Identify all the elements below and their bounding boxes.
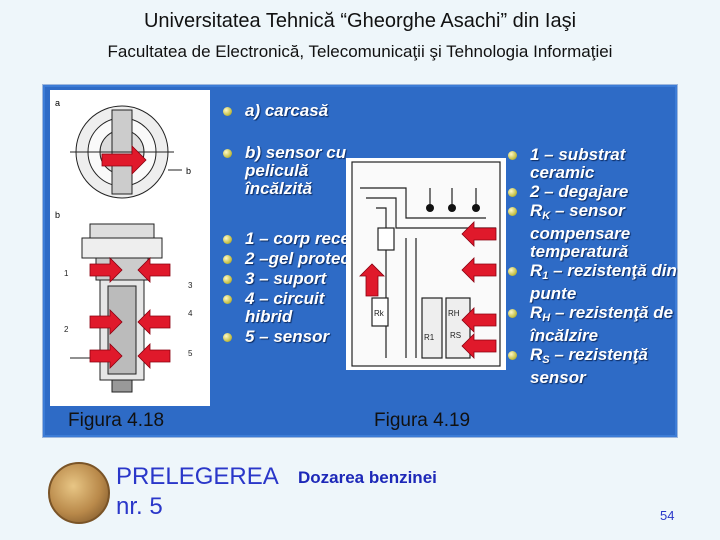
list-item-label: 4 – circuit hibrid <box>245 289 325 326</box>
list-item: 3 – suport <box>223 270 373 288</box>
bullet-icon <box>508 188 517 197</box>
legend-list: 1 – substrat ceramic 2 – degajare RK – s… <box>508 146 678 388</box>
arrow-icon <box>461 333 497 359</box>
list-item-label: 1 – substrat ceramic <box>530 145 626 182</box>
bullet-icon <box>508 351 517 360</box>
figure-side-label-b: b <box>186 166 191 176</box>
list-item-label: a) carcasă <box>245 101 329 120</box>
arrow-icon <box>137 343 171 369</box>
list-item: RH – rezistenţă de încălzire <box>508 304 678 345</box>
bullet-icon <box>223 149 232 158</box>
bullet-list-a: a) carcasă <box>223 102 373 120</box>
list-item: 5 – sensor <box>223 328 373 346</box>
arrow-icon <box>89 257 123 283</box>
list-item-label: 5 – sensor <box>245 327 330 346</box>
lecture-line-1: PRELEGEREA <box>116 463 279 490</box>
callout-1: 1 <box>64 269 69 278</box>
arrow-icon <box>89 309 123 335</box>
list-item: 2 – degajare <box>508 183 678 201</box>
parts-list: 1 – corp rece 2 –gel protector 3 – supor… <box>223 230 373 348</box>
bullet-icon <box>508 309 517 318</box>
list-item-label: RK – sensor compensare temperatură <box>530 201 631 261</box>
list-item: 4 – circuit hibrid <box>223 290 373 326</box>
list-item: 1 – corp rece <box>223 230 373 248</box>
list-item: b) sensor cu peliculă încălzită <box>223 144 373 198</box>
page-title: Universitatea Tehnică “Gheorghe Asachi” … <box>143 10 577 32</box>
list-item-label: R1 – rezistenţă din punte <box>530 261 677 303</box>
bullet-icon <box>223 275 232 284</box>
arrow-icon <box>101 145 147 175</box>
callout-2: 2 <box>64 325 69 334</box>
figure-418-numbers: 1 2 3 4 5 <box>64 269 193 358</box>
callout-3: 3 <box>188 281 193 290</box>
arrow-icon <box>137 257 171 283</box>
lecture-line-2: nr. 5 <box>116 493 163 520</box>
arrow-icon <box>461 307 497 333</box>
lecture-topic: Dozarea benzinei <box>298 468 437 487</box>
resistor-rk-label: Rk <box>374 309 385 318</box>
arrow-icon <box>461 257 497 283</box>
list-item: 1 – substrat ceramic <box>508 146 678 182</box>
arrow-icon <box>89 343 123 369</box>
lecture-label: PRELEGEREA nr. 5 <box>116 462 279 522</box>
figure-419-arrows <box>359 221 497 359</box>
resistor-rs-label: RS <box>450 331 461 340</box>
list-item-label: 2 – degajare <box>530 182 629 201</box>
list-item-label: b) sensor cu peliculă încălzită <box>245 143 347 198</box>
list-item-label: 1 – corp rece <box>245 229 350 248</box>
bullet-icon <box>508 207 517 216</box>
list-item: RS – rezistenţă sensor <box>508 346 678 387</box>
figure-4-18-caption: Figura 4.18 <box>68 410 165 431</box>
list-item: R1 – rezistenţă din punte <box>508 262 678 303</box>
resistor-rh-label: RH <box>448 309 460 318</box>
list-item: a) carcasă <box>223 102 373 120</box>
list-item-label: RS – rezistenţă sensor <box>530 345 648 387</box>
bullet-icon <box>508 151 517 160</box>
university-medallion-icon <box>48 462 110 524</box>
list-item-label: 2 –gel protector <box>245 249 373 268</box>
circuit-pads <box>426 204 480 212</box>
figure-label-a: a <box>55 98 60 108</box>
figure-label-b: b <box>55 210 60 220</box>
housing-top-view <box>70 105 182 199</box>
bullet-list-b: b) sensor cu peliculă încălzită <box>223 144 373 198</box>
arrow-icon <box>359 263 385 297</box>
bullet-icon <box>223 107 232 116</box>
bullet-icon <box>223 295 232 304</box>
bullet-icon <box>508 267 517 276</box>
list-item-label: 3 – suport <box>245 269 327 288</box>
list-item: RK – sensor compensare temperatură <box>508 202 678 261</box>
resistor-r1-label: R1 <box>424 333 435 342</box>
page-subtitle: Facultatea de Electronică, Telecomunicaţ… <box>107 42 613 61</box>
page-number: 54 <box>660 508 675 523</box>
bullet-icon <box>223 333 232 342</box>
callout-4: 4 <box>188 309 193 318</box>
list-item: 2 –gel protector <box>223 250 373 268</box>
arrow-icon <box>137 309 171 335</box>
figure-4-19-caption: Figura 4.19 <box>374 410 471 431</box>
bullet-icon <box>223 235 232 244</box>
figure-4-19-drawing: 1 2 Rk RH R1 RS <box>346 158 506 370</box>
list-item-label: RH – rezistenţă de încălzire <box>530 303 674 345</box>
figure-4-18-drawing: a b b 1 2 3 4 5 <box>50 90 210 406</box>
bullet-icon <box>223 255 232 264</box>
arrow-icon <box>461 221 497 247</box>
figure-418-arrows <box>89 145 171 369</box>
callout-5: 5 <box>188 349 193 358</box>
